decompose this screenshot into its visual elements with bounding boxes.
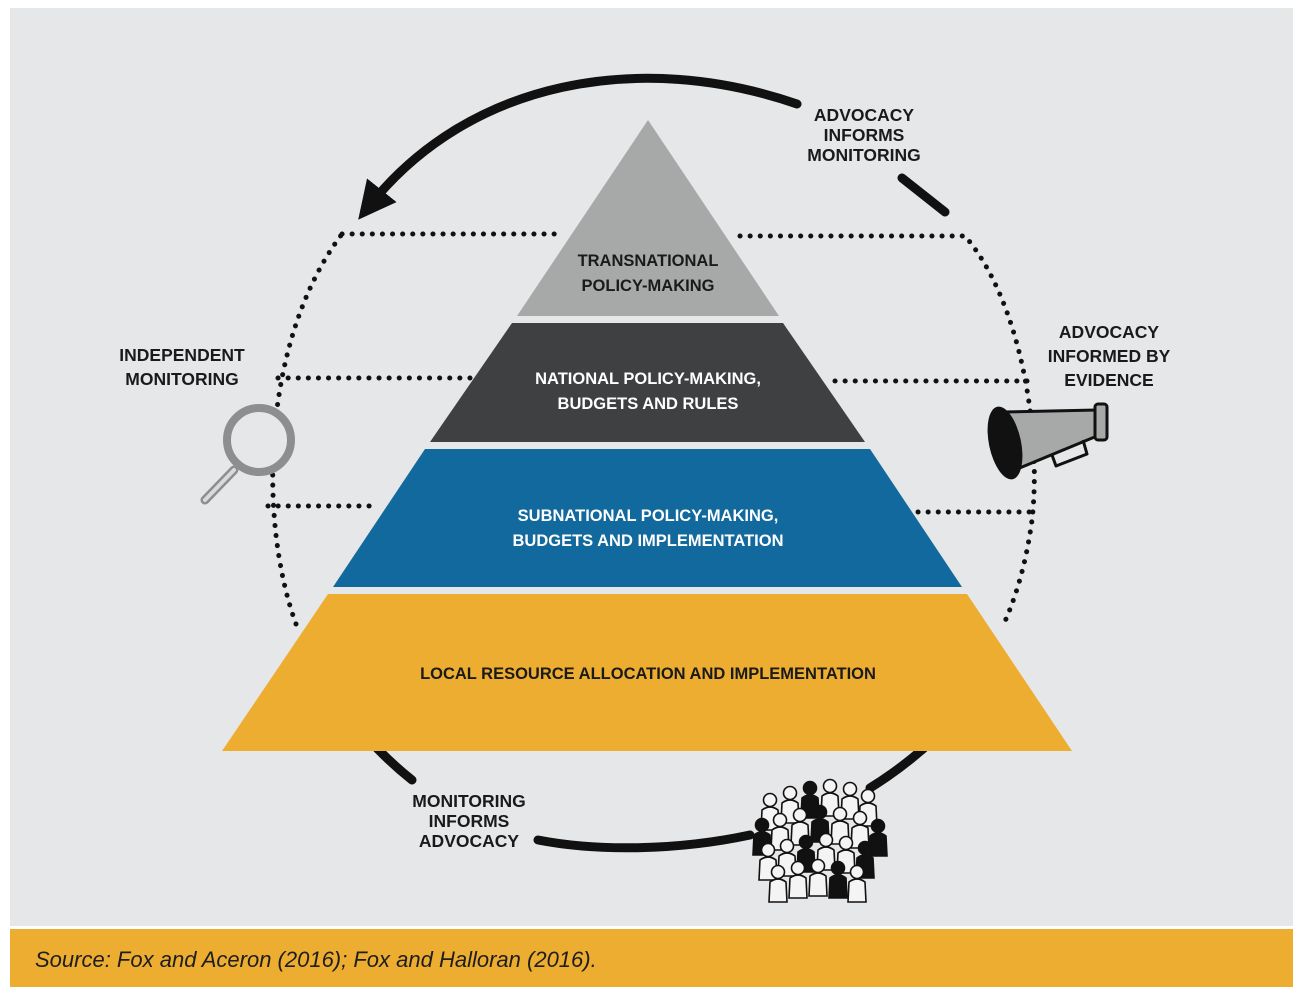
source-footer: Source: Fox and Aceron (2016); Fox and H… xyxy=(10,929,1293,987)
label-advocacy-informs-monitoring: ADVOCACY INFORMS MONITORING xyxy=(807,105,920,165)
tier-national: NATIONAL POLICY-MAKING, BUDGETS AND RULES xyxy=(430,323,865,442)
tier-subnational: SUBNATIONAL POLICY-MAKING, BUDGETS AND IM… xyxy=(333,449,962,587)
tier-transnational-shape xyxy=(517,120,779,316)
tier-local: LOCAL RESOURCE ALLOCATION AND IMPLEMENTA… xyxy=(222,594,1072,751)
svg-text:ADVOCACY: ADVOCACY xyxy=(814,105,914,125)
dotted-connector-lines xyxy=(265,231,1038,631)
label-monitoring-informs-advocacy: MONITORING INFORMS ADVOCACY xyxy=(412,791,525,851)
svg-text:MONITORING: MONITORING xyxy=(125,369,238,389)
tier-subnational-shape xyxy=(333,449,962,587)
svg-text:EVIDENCE: EVIDENCE xyxy=(1064,370,1153,390)
pyramid: TRANSNATIONAL POLICY-MAKING NATIONAL POLIC… xyxy=(222,120,1072,751)
tier-transnational-label: TRANSNATIONAL xyxy=(578,252,719,270)
tier-subnational-label: BUDGETS AND IMPLEMENTATION xyxy=(512,532,783,550)
label-independent-monitoring: INDEPENDENT MONITORING xyxy=(119,345,245,389)
tier-transnational-label: POLICY-MAKING xyxy=(582,277,715,295)
arrow-top xyxy=(358,73,802,220)
svg-text:INFORMS: INFORMS xyxy=(429,811,510,831)
accountability-cycle-diagram: TRANSNATIONAL POLICY-MAKING NATIONAL POLIC… xyxy=(119,73,1171,903)
tier-local-label: LOCAL RESOURCE ALLOCATION AND IMPLEMENTA… xyxy=(420,665,876,683)
svg-text:INFORMED BY: INFORMED BY xyxy=(1048,346,1171,366)
svg-text:MONITORING: MONITORING xyxy=(807,145,920,165)
tier-national-label: NATIONAL POLICY-MAKING, xyxy=(535,370,761,388)
crowd-icon xyxy=(752,778,888,903)
diagram-panel: TRANSNATIONAL POLICY-MAKING NATIONAL POLIC… xyxy=(10,8,1293,926)
svg-text:INDEPENDENT: INDEPENDENT xyxy=(119,345,245,365)
tier-local-shape xyxy=(222,594,1072,751)
arc-top-right xyxy=(897,173,950,217)
tier-national-shape xyxy=(430,323,865,442)
tier-subnational-label: SUBNATIONAL POLICY-MAKING, xyxy=(518,507,779,525)
label-advocacy-informed-by-evidence: ADVOCACY INFORMED BY EVIDENCE xyxy=(1048,322,1171,390)
tier-transnational: TRANSNATIONAL POLICY-MAKING xyxy=(517,120,779,316)
source-citation: Source: Fox and Aceron (2016); Fox and H… xyxy=(35,947,597,972)
svg-text:INFORMS: INFORMS xyxy=(824,125,905,145)
arc-bottom xyxy=(533,830,755,853)
svg-text:ADVOCACY: ADVOCACY xyxy=(419,831,519,851)
tier-national-label: BUDGETS AND RULES xyxy=(558,395,739,413)
magnifying-glass-icon xyxy=(200,404,295,505)
svg-text:ADVOCACY: ADVOCACY xyxy=(1059,322,1159,342)
megaphone-icon xyxy=(987,402,1109,480)
svg-text:MONITORING: MONITORING xyxy=(412,791,525,811)
